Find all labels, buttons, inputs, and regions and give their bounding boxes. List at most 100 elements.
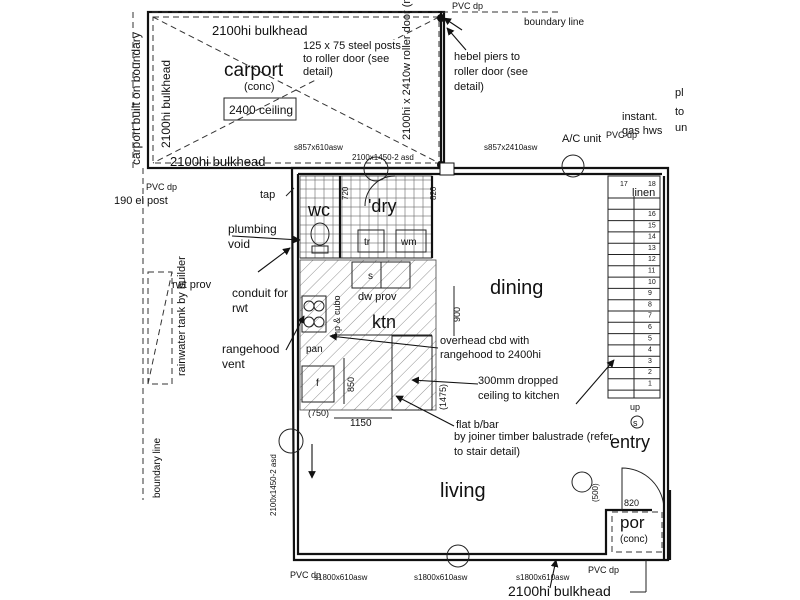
porch-label: por bbox=[620, 513, 645, 532]
dim-500-label: (500) bbox=[591, 483, 600, 502]
dropped-ceiling-box: 300mm dropped ceiling to kitchen bbox=[478, 375, 560, 402]
balustrade-box: by joiner timber balustrade (refer to st… bbox=[454, 431, 613, 458]
hebel-piers-arrow bbox=[446, 27, 467, 51]
dim-720-label: 720 bbox=[341, 186, 350, 200]
roller-door-label: 2100hi x 2410w roller door (remote) bbox=[401, 0, 413, 140]
stair-number: 11 bbox=[648, 268, 655, 275]
edge-right3-label: un bbox=[675, 122, 687, 134]
stair-up-label: up bbox=[630, 402, 640, 412]
bulkhead-bottom-arrow bbox=[549, 559, 559, 589]
dim-850-label: 850 bbox=[346, 377, 356, 392]
hebel-piers-label: hebel piers to roller door (see detail) bbox=[454, 51, 528, 93]
toilet bbox=[310, 222, 330, 246]
overhead-cbd-arrow bbox=[329, 332, 439, 349]
stair-number: 7 bbox=[648, 313, 652, 320]
porch-outline bbox=[611, 511, 663, 553]
living-label: living bbox=[440, 480, 486, 502]
boundary-line-left-label: boundary line bbox=[152, 438, 163, 498]
window-s857-left: s857x610asw bbox=[294, 143, 343, 152]
edge-right2-label: to bbox=[675, 106, 684, 118]
rangehood-vent-box: rangehood vent bbox=[222, 342, 280, 371]
laundry-label: 'dry bbox=[368, 196, 396, 216]
stair-s-label: s bbox=[633, 418, 638, 428]
rangehood-vent-label: rangehood vent bbox=[222, 342, 280, 371]
conduit-box: conduit for rwt bbox=[232, 286, 288, 315]
ac-unit-label: A/C unit bbox=[562, 133, 601, 145]
rwt-prov-label: rwt prov bbox=[172, 279, 212, 291]
rangehood-arrow bbox=[285, 315, 305, 351]
instant-gas-box: instant. gas hws bbox=[622, 111, 662, 137]
overhead-cbd-label: overhead cbd with rangehood to 2400hi bbox=[440, 335, 541, 361]
dim-820-top-label: 820 bbox=[429, 186, 438, 200]
dim-1150-label: 1150 bbox=[350, 418, 372, 429]
window-2100: 2100x1450-2 asd bbox=[352, 153, 414, 162]
bulkhead-top-label: 2100hi bulkhead bbox=[212, 23, 307, 38]
boundary-line-top-label: boundary line bbox=[524, 17, 584, 28]
sink-s-label: s bbox=[368, 271, 373, 282]
fridge-f-label: f bbox=[316, 378, 319, 389]
tap-label: tap bbox=[260, 189, 275, 201]
pvc-dp-top-arrow bbox=[443, 17, 463, 31]
dw-prov-label: dw prov bbox=[358, 291, 397, 303]
washing-machine bbox=[395, 229, 427, 253]
ceiling-box bbox=[223, 97, 297, 121]
linen-label: linen bbox=[632, 187, 655, 199]
stair-number: 1 bbox=[648, 381, 652, 388]
pvc-dp-top-label: PVC dp bbox=[452, 1, 483, 11]
plumbing-void-box: plumbing void bbox=[228, 222, 277, 251]
window-b2-label: s1800x610asw bbox=[414, 573, 468, 582]
edge-right-label: pl bbox=[675, 87, 684, 99]
dim-900-label: 900 bbox=[452, 307, 462, 322]
stair-number: 13 bbox=[648, 245, 656, 252]
steel-posts-text-box: 125 x 75 steel posts to roller door (see… bbox=[303, 40, 413, 79]
steel-posts-text: 125 x 75 steel posts to roller door (see… bbox=[303, 40, 413, 79]
cooktop bbox=[301, 295, 327, 333]
dining-label: dining bbox=[490, 277, 543, 299]
stair-number: 17 bbox=[620, 181, 628, 188]
stair-treads bbox=[608, 197, 660, 391]
plumbing-void-label: plumbing void bbox=[228, 222, 277, 251]
pan-label: pan bbox=[306, 344, 323, 355]
window-b1-label: s1800x610asw bbox=[314, 573, 368, 582]
pvc-dp-bl-label: PVC dp bbox=[290, 570, 321, 580]
stair-number: 16 bbox=[648, 211, 656, 218]
stair-number: 3 bbox=[648, 358, 652, 365]
steel-post-top bbox=[437, 14, 445, 22]
balustrade-label: by joiner timber balustrade (refer to st… bbox=[454, 431, 613, 458]
house-inner-wall bbox=[296, 174, 652, 556]
wm-label: wm bbox=[400, 237, 417, 248]
carport-conc-label: (conc) bbox=[244, 81, 275, 93]
carport-bulkhead-line bbox=[152, 16, 440, 164]
balustrade-arrow bbox=[575, 359, 615, 405]
stair-number: 10 bbox=[648, 279, 656, 286]
kitchen-bench bbox=[391, 335, 433, 411]
stair-number: 4 bbox=[648, 347, 652, 354]
stair-number: 18 bbox=[648, 181, 656, 188]
dim-750-label: (750) bbox=[308, 408, 329, 418]
window-markers bbox=[278, 154, 644, 568]
pvc-dp-left-label: PVC dp bbox=[146, 182, 177, 192]
window-left-wall-label: 2100x1450-2 asd bbox=[269, 454, 278, 516]
overhead-cbd-box: overhead cbd with rangehood to 2400hi bbox=[440, 335, 541, 361]
ktn-label: ktn bbox=[372, 312, 396, 332]
pvc-dp-br-label: PVC dp bbox=[588, 565, 619, 575]
carport-ceiling-label: 2400 ceiling bbox=[229, 103, 293, 117]
dim-1475-label: (1475) bbox=[438, 384, 448, 410]
plumbing-void-arrow bbox=[231, 235, 301, 244]
conduit-arrow bbox=[257, 247, 291, 273]
stair-number: 15 bbox=[648, 222, 656, 229]
tr-label: tr bbox=[364, 237, 371, 248]
entry-label: entry bbox=[610, 432, 650, 452]
stair-number: 8 bbox=[648, 301, 652, 308]
dim-820-entry-label: 820 bbox=[624, 498, 639, 508]
window-b3-label: s1800x610asw bbox=[516, 573, 570, 582]
wc-label: wc bbox=[307, 200, 330, 220]
hp-cubo-label: hp & cubo bbox=[332, 295, 342, 336]
dropped-ceiling-label: 300mm dropped ceiling to kitchen bbox=[478, 375, 560, 402]
bulkhead-side-label: 2100hi bulkhead bbox=[159, 60, 173, 148]
flat-bbar-label: flat b/bar bbox=[456, 419, 499, 431]
carport-boundary-label: carport built on boundary bbox=[129, 32, 143, 165]
